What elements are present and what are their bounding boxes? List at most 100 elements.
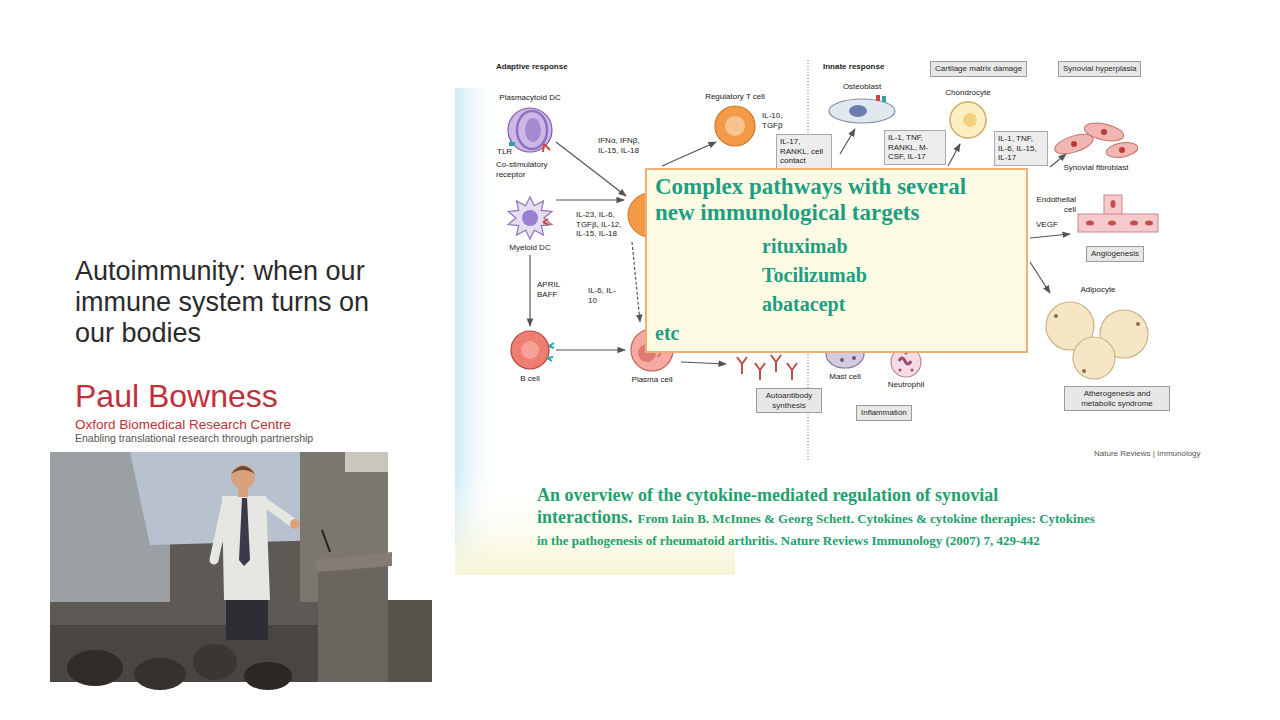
cytokine-label: IL-6, IL-10 [588, 286, 622, 305]
cell-body [511, 331, 549, 369]
cytokine-text: IL-1, TNF, IL-6, IL-15, IL-17 [998, 134, 1044, 163]
cytokine-text: IL-1, TNF, RANKL, M-CSF, IL-17 [888, 133, 942, 162]
cell-node: Chondrocyte [945, 88, 990, 140]
granule [852, 356, 856, 360]
receptor [876, 95, 880, 101]
nucleus [849, 105, 867, 117]
nucleus [725, 116, 745, 136]
cell-body [1073, 337, 1115, 379]
section-heading: Innate response [823, 62, 884, 72]
nucleus [1054, 314, 1058, 318]
nucleus [1145, 221, 1153, 226]
podium-top [314, 552, 392, 572]
speaker-photo [50, 452, 432, 690]
cell-label: Neutrophil [888, 380, 924, 390]
cell-node: Adipocyte [1043, 285, 1153, 379]
cell-shape [1078, 195, 1158, 237]
cell-node: Endothelial cell [1034, 195, 1158, 237]
cell-label: Adipocyte [1080, 285, 1115, 295]
cell-picture [631, 329, 673, 371]
cell-shape [1054, 119, 1138, 161]
cell-picture [511, 331, 554, 369]
nucleus [1108, 221, 1116, 226]
cell-body [508, 197, 552, 239]
outcome-text: Inflammation [861, 408, 907, 418]
vessel [1078, 214, 1158, 232]
pathway-arrow [662, 142, 716, 166]
photo-ground [388, 600, 432, 682]
arm [214, 504, 226, 560]
pathway-connector [529, 255, 530, 326]
antibody [787, 363, 797, 380]
source-credit: Nature Reviews | Immunology [1094, 449, 1201, 459]
granule [911, 369, 914, 372]
cell-body [1105, 140, 1139, 159]
pathway-arrow [556, 199, 624, 200]
cell-node: Regulatory T cell [705, 92, 765, 148]
outcome-text: Atherogenesis and metabolic syndrome [1069, 389, 1165, 408]
nucleus [1111, 200, 1116, 208]
outcome-box: Autoantibody synthesis [756, 388, 822, 413]
outcome-box: Synovial hyperplasia [1058, 61, 1141, 77]
antibody [755, 363, 765, 380]
antibody [737, 357, 747, 374]
cell-label: Endothelial cell [1034, 195, 1076, 215]
antibodies [737, 355, 797, 380]
cell-picture [508, 197, 552, 239]
cell-label: Plasmacytoid DC [499, 93, 560, 103]
antibody [771, 355, 781, 372]
receptor [543, 219, 549, 225]
cytokine-box: IL-1, TNF, RANKL, M-CSF, IL-17 [884, 130, 946, 165]
cell-body [826, 340, 864, 368]
receptor [882, 96, 886, 102]
cell-label: Osteoblast [843, 82, 881, 92]
audience-head [67, 650, 123, 686]
cell-body [631, 329, 673, 371]
cytokine-label: IFNα, IFNβ, IL-15, IL-18 [598, 136, 645, 155]
cytokine-label: VEGF [1036, 220, 1058, 230]
cell-picture [829, 95, 895, 123]
nucleus [899, 358, 911, 364]
cell-fold [517, 111, 547, 149]
outcome-box: Inflammation [856, 405, 912, 421]
outcome-box: Cartilage matrix damage [930, 61, 1027, 77]
part-label: Co-stimulatory receptor [496, 160, 554, 179]
cytokine-label: IL-23, IL-6, TGFβ, IL-12, IL-15, IL-18 [576, 210, 626, 239]
audience-head [193, 644, 237, 680]
cell-shape [1043, 297, 1153, 379]
head [231, 465, 255, 489]
cytokine-box: IL-1, TNF, IL-6, IL-15, IL-17 [994, 131, 1048, 166]
nucleus [522, 210, 538, 226]
cell-shape [504, 195, 556, 241]
pathway-arrow [1030, 262, 1050, 293]
cell-picture [508, 108, 552, 152]
cell-picture [950, 102, 986, 138]
receptor [547, 343, 554, 361]
microphone [322, 530, 330, 552]
tagline: Enabling translational research through … [75, 432, 313, 445]
pathway-arrow [681, 362, 726, 364]
cell-picture [826, 340, 864, 368]
drug-name: Tocilizumab [762, 261, 1018, 290]
granule [905, 352, 908, 355]
cell-node: B cell [506, 328, 554, 384]
nucleus [1101, 129, 1107, 135]
cell-shape [503, 105, 557, 155]
nucleus [1130, 221, 1138, 226]
cell-shape [827, 94, 897, 128]
pathway-arrow [840, 129, 855, 154]
cell-label: B cell [520, 374, 540, 384]
slide-title: Autoimmunity: when our immune system tur… [75, 256, 380, 349]
nucleus [525, 118, 541, 142]
hand [290, 519, 300, 529]
trousers [226, 600, 268, 640]
outcome-box: Angiogenesis [1086, 246, 1144, 262]
outcome-box: Atherogenesis and metabolic syndrome [1064, 386, 1170, 411]
granule [847, 346, 851, 350]
cell-picture [1078, 195, 1158, 232]
cell-shape [948, 100, 988, 140]
granule [840, 358, 844, 362]
nucleus [1119, 147, 1125, 153]
cytokine-label: IL-10, TGFβ [762, 111, 796, 130]
